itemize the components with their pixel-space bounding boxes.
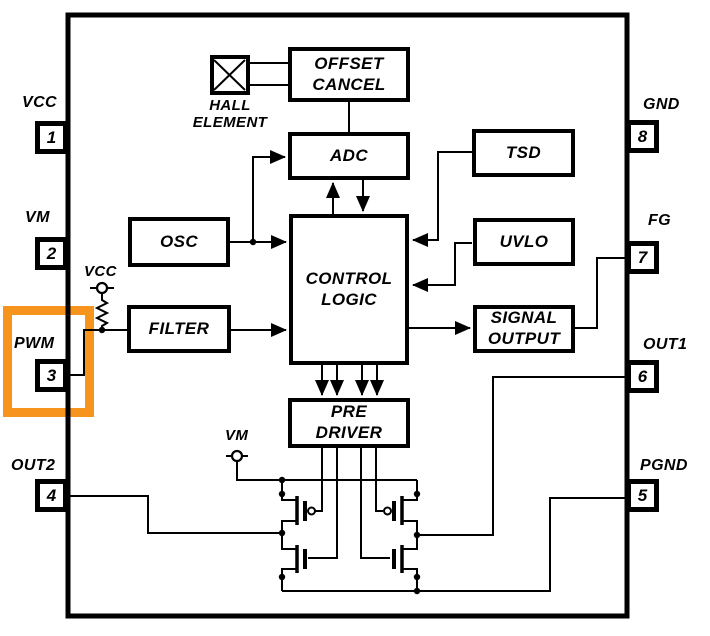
pin-6-out1: 6 (626, 360, 659, 393)
pin-7-fg: 7 (626, 241, 659, 274)
pin-label-pwm: PWM (14, 335, 55, 352)
pin-label-fg: FG (648, 212, 672, 229)
vm-terminal-label: VM (225, 427, 249, 444)
hall-element-icon (210, 55, 288, 95)
highlight-box (3, 306, 94, 417)
block-offset-cancel: OFFSET CANCEL (288, 47, 410, 102)
pin-label-out2: OUT2 (11, 457, 56, 474)
pin-2-vm: 2 (35, 237, 68, 270)
pin-8-gnd: 8 (626, 120, 659, 153)
wire-out1 (417, 376, 628, 536)
resistor-icon (94, 293, 110, 330)
pin-3-pwm: 3 (35, 359, 68, 392)
block-control-logic: CONTROL LOGIC (289, 214, 409, 365)
hall-element-label: HALL ELEMENT (192, 97, 268, 131)
mosfet-low-side-left-icon (281, 533, 307, 591)
wires-pre-driver-to-gates (308, 448, 390, 559)
wire-vm-rail (236, 461, 417, 481)
pin-5-pgnd: 5 (626, 479, 659, 512)
mosfet-low-side-right-icon (392, 535, 418, 591)
pin-1-vcc: 1 (35, 121, 68, 154)
pin-label-vm: VM (25, 209, 50, 226)
pin-label-gnd: GND (643, 96, 680, 113)
block-osc: OSC (128, 217, 230, 267)
pin-label-out1: OUT1 (643, 336, 688, 353)
block-tsd: TSD (472, 129, 575, 177)
pin-4-out2: 4 (35, 479, 68, 512)
wire-osc-to-adc (252, 150, 286, 242)
wire-tsd-to-control-logic (412, 151, 472, 247)
block-uvlo: UVLO (473, 218, 575, 266)
pin-label-pgnd: PGND (640, 457, 688, 474)
wire-out2 (68, 495, 282, 534)
wire-pwm-pin-to-filter-node (68, 329, 127, 376)
block-adc: ADC (288, 132, 410, 180)
block-signal-output: SIGNAL OUTPUT (473, 305, 575, 353)
pin-label-vcc: VCC (22, 94, 57, 111)
mosfet-high-side-right-icon (383, 480, 418, 535)
wire-uvlo-to-control-logic (412, 242, 472, 292)
vm-terminal-icon (226, 449, 248, 463)
vcc-terminal-icon (90, 281, 114, 295)
wire-pgnd (282, 497, 628, 592)
mosfet-high-side-left-icon (281, 480, 316, 533)
wires-control-logic-to-pre-driver (315, 365, 384, 396)
wire-signal-output-to-fg (575, 257, 628, 329)
block-filter: FILTER (127, 305, 231, 353)
vcc-terminal-label: VCC (84, 263, 117, 280)
junction-dots (98, 238, 421, 595)
block-pre-driver: PRE DRIVER (288, 398, 410, 448)
chip-boundary (65, 12, 630, 619)
